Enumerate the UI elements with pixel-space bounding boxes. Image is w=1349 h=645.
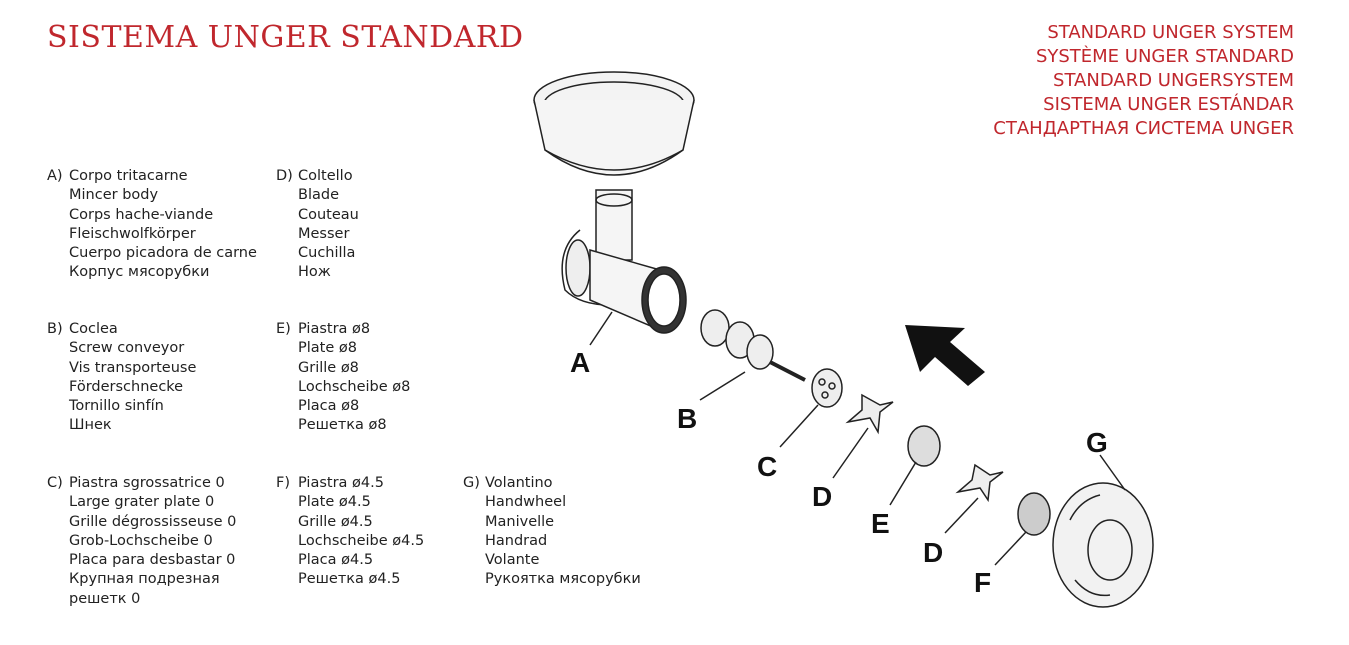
part-letter: A) (47, 168, 63, 184)
part-name: Lochscheibe ø4.5 (298, 532, 425, 549)
part-name: Placa ø4.5 (298, 552, 374, 569)
plate-8-drawing (889, 425, 941, 506)
part-name: Blade (298, 187, 339, 204)
part-name: Volante (485, 552, 540, 569)
part-name: Grob-Lochscheibe 0 (69, 532, 213, 549)
part-letter: C) (47, 475, 63, 491)
part-name: Messer (298, 225, 350, 242)
part-name: Handwheel (485, 494, 567, 511)
part-name: Förderschnecke (69, 378, 184, 395)
mincer-body-drawing (533, 71, 695, 346)
part-letter: D) (276, 168, 293, 184)
part-name: Volantino (485, 475, 553, 491)
part-name: Grille ø8 (298, 359, 359, 376)
part-name: Piastra ø8 (298, 321, 371, 337)
grater-plate-drawing (779, 368, 843, 448)
part-name: Corps hache-viande (69, 206, 214, 223)
part-name: Corpo tritacarne (69, 168, 188, 184)
plate-4-5-drawing (994, 492, 1051, 566)
part-name: Нож (298, 264, 331, 281)
part-names: Piastra sgrossatrice 0 Large grater plate… (69, 474, 236, 609)
part-name: Handrad (485, 532, 548, 549)
part-name: Vis transporteuse (69, 359, 197, 376)
part-letter: G) (463, 475, 480, 491)
subtitle-ru: СТАНДАРТНАЯ СИСТЕМА UNGER (993, 118, 1294, 139)
subtitle-es: SISTEMA UNGER ESTÁNDAR (1043, 94, 1294, 115)
part-name: Large grater plate 0 (69, 494, 215, 511)
label-b: B (677, 403, 697, 434)
arrow-icon (905, 325, 985, 386)
part-name: Рукоятка мясорубки (485, 571, 641, 588)
part-letter: B) (47, 321, 63, 337)
part-name: Plate ø8 (298, 340, 357, 357)
part-name: Placa para desbastar 0 (69, 552, 236, 569)
part-letter: F) (276, 475, 290, 491)
screw-conveyor-drawing (699, 309, 806, 401)
part-name: Mincer body (69, 187, 159, 204)
part-name: Coltello (298, 168, 353, 184)
part-name: Крупная подрезная (69, 571, 220, 588)
label-g: G (1086, 427, 1108, 458)
part-name: Couteau (298, 206, 359, 223)
part-name: Tornillo sinfín (69, 398, 164, 415)
part-name: Piastra ø4.5 (298, 475, 384, 491)
blade-drawing-2 (944, 463, 1004, 534)
part-name: Piastra sgrossatrice 0 (69, 475, 225, 491)
part-name: Решетка ø4.5 (298, 571, 401, 588)
part-letter: E) (276, 321, 291, 337)
part-name: решетк 0 (69, 590, 141, 607)
label-f: F (974, 567, 991, 598)
part-name: Fleischwolfkörper (69, 225, 196, 242)
part-name: Manivelle (485, 513, 555, 530)
part-name: Screw conveyor (69, 340, 185, 357)
page-title: SISTEMA UNGER STANDARD (47, 20, 524, 55)
subtitle-de: STANDARD UNGERSYSTEM (1053, 70, 1294, 91)
subtitle-fr: SYSTÈME UNGER STANDARD (1035, 46, 1294, 67)
label-d2: D (923, 537, 943, 568)
part-name: Lochscheibe ø8 (298, 378, 411, 395)
blade-drawing-1 (832, 393, 894, 479)
part-name: Корпус мясорубки (69, 264, 210, 281)
part-name: Coclea (69, 321, 118, 337)
part-names: Piastra ø8 Plate ø8 Grille ø8 Lochscheibe ø… (298, 320, 410, 436)
part-name: Plate ø4.5 (298, 494, 371, 511)
part-name: Решетка ø8 (298, 417, 387, 434)
subtitle-en: STANDARD UNGER SYSTEM (1047, 22, 1294, 43)
part-name: Cuerpo picadora de carne (69, 245, 257, 262)
part-name: Шнек (69, 417, 112, 434)
handwheel-drawing (1052, 454, 1154, 608)
label-c: C (757, 451, 777, 482)
label-e: E (871, 508, 890, 539)
part-name: Grille dégrossisseuse 0 (69, 513, 237, 530)
label-d1: D (812, 481, 832, 512)
part-name: Placa ø8 (298, 398, 360, 415)
translated-titles: STANDARD UNGER SYSTEM SYSTÈME UNGER STAN… (993, 21, 1294, 141)
label-a: A (570, 347, 590, 378)
part-name: Cuchilla (298, 245, 356, 262)
part-name: Grille ø4.5 (298, 513, 373, 530)
